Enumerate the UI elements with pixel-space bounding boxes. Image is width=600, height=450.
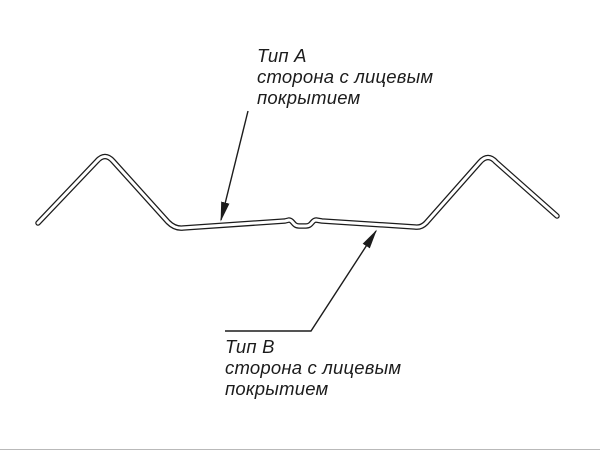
- profile-outline: [35, 153, 560, 231]
- type-a-line1: сторона с лицевым: [257, 66, 434, 87]
- profile-inner-fill: [36, 155, 559, 230]
- type-a-line2: покрытием: [257, 87, 361, 108]
- type-b-title: Тип В: [225, 336, 275, 357]
- leader-line-type-a: [220, 110, 249, 222]
- leader-line-type-b: [225, 229, 377, 332]
- label-type-b: Тип В сторона с лицевым покрытием: [225, 336, 401, 399]
- type-b-line2: покрытием: [225, 378, 329, 399]
- type-b-line1: сторона с лицевым: [225, 357, 402, 378]
- label-type-a: Тип А сторона с лицевым покрытием: [257, 45, 433, 108]
- type-a-title: Тип А: [257, 45, 307, 66]
